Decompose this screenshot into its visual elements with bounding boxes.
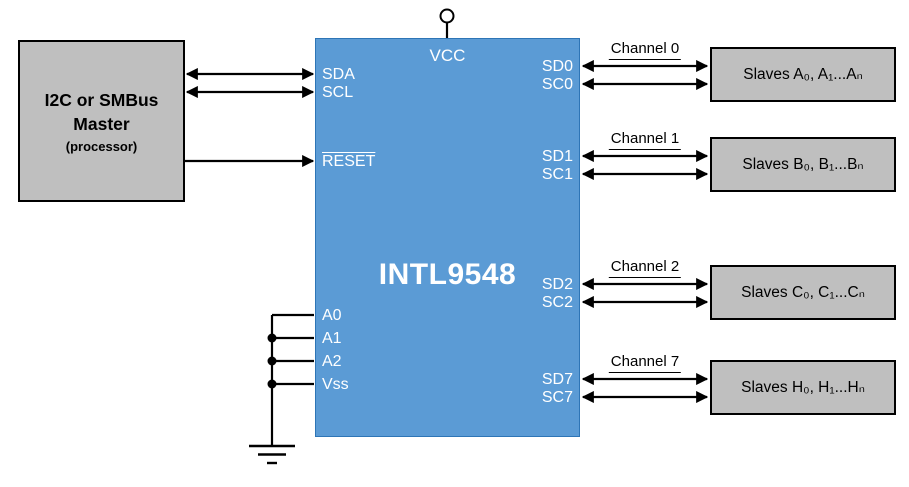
channel-7-wires bbox=[581, 372, 709, 404]
slave-box-h: Slaves H₀, H₁...Hₙ bbox=[710, 360, 896, 415]
sd0-pin-label: SD0 bbox=[541, 58, 573, 75]
master-subtitle: (processor) bbox=[65, 139, 138, 154]
scl-pin-label: SCL bbox=[322, 84, 354, 101]
channel-1-wires bbox=[581, 149, 709, 181]
ic-title: INTL9548 bbox=[378, 258, 517, 291]
intl9548-ic: VCC INTL9548 SDA SCL RESET A0 A1 A2 Vss … bbox=[315, 38, 580, 437]
channel-2-wires bbox=[581, 277, 709, 309]
channel-0-pin-labels: SD0 SC0 bbox=[542, 58, 573, 94]
reset-pin-label: RESET bbox=[322, 153, 376, 170]
sd1-pin-label: SD1 bbox=[541, 148, 573, 165]
sc1-pin-label: SC1 bbox=[541, 166, 573, 183]
slave-box-b: Slaves B₀, B₁...Bₙ bbox=[710, 137, 896, 192]
a1-pin-label: A1 bbox=[322, 330, 342, 347]
vcc-terminal bbox=[439, 8, 455, 39]
a2-pin-label: A2 bbox=[322, 353, 342, 370]
slave-box-a: Slaves A₀, A₁...Aₙ bbox=[710, 47, 896, 102]
slave-box-c: Slaves C₀, C₁...Cₙ bbox=[710, 265, 896, 320]
channel-0-wires bbox=[581, 59, 709, 91]
slave-box-b-label: Slaves B₀, B₁...Bₙ bbox=[742, 156, 864, 173]
address-ground-wires bbox=[270, 313, 314, 446]
sda-pin-label: SDA bbox=[322, 66, 355, 83]
channel-2-label: Channel 2 bbox=[608, 258, 682, 278]
junction-dots bbox=[267, 333, 277, 389]
channel-1-pin-labels: SD1 SC1 bbox=[542, 148, 573, 184]
sd7-pin-label: SD7 bbox=[541, 371, 573, 388]
a0-pin-label: A0 bbox=[322, 307, 342, 324]
sc2-pin-label: SC2 bbox=[541, 294, 573, 311]
channel-0-label: Channel 0 bbox=[608, 40, 682, 60]
channel-7-pin-labels: SD7 SC7 bbox=[542, 371, 573, 407]
master-title-line2: Master bbox=[73, 114, 130, 134]
channel-7-label: Channel 7 bbox=[608, 353, 682, 373]
vss-pin-label: Vss bbox=[322, 376, 349, 393]
master-title-line1: I2C or SMBus bbox=[44, 90, 159, 110]
sc0-pin-label: SC0 bbox=[541, 76, 573, 93]
ground-symbol bbox=[249, 444, 295, 465]
slave-box-h-label: Slaves H₀, H₁...Hₙ bbox=[741, 379, 865, 396]
channel-1-label: Channel 1 bbox=[608, 130, 682, 150]
vcc-pin-label: VCC bbox=[429, 46, 466, 65]
channel-2-pin-labels: SD2 SC2 bbox=[542, 276, 573, 312]
sd2-pin-label: SD2 bbox=[541, 276, 573, 293]
slave-box-a-label: Slaves A₀, A₁...Aₙ bbox=[743, 66, 863, 83]
master-box: I2C or SMBus Master (processor) bbox=[18, 40, 185, 202]
sc7-pin-label: SC7 bbox=[541, 389, 573, 406]
slave-box-c-label: Slaves C₀, C₁...Cₙ bbox=[741, 284, 865, 301]
